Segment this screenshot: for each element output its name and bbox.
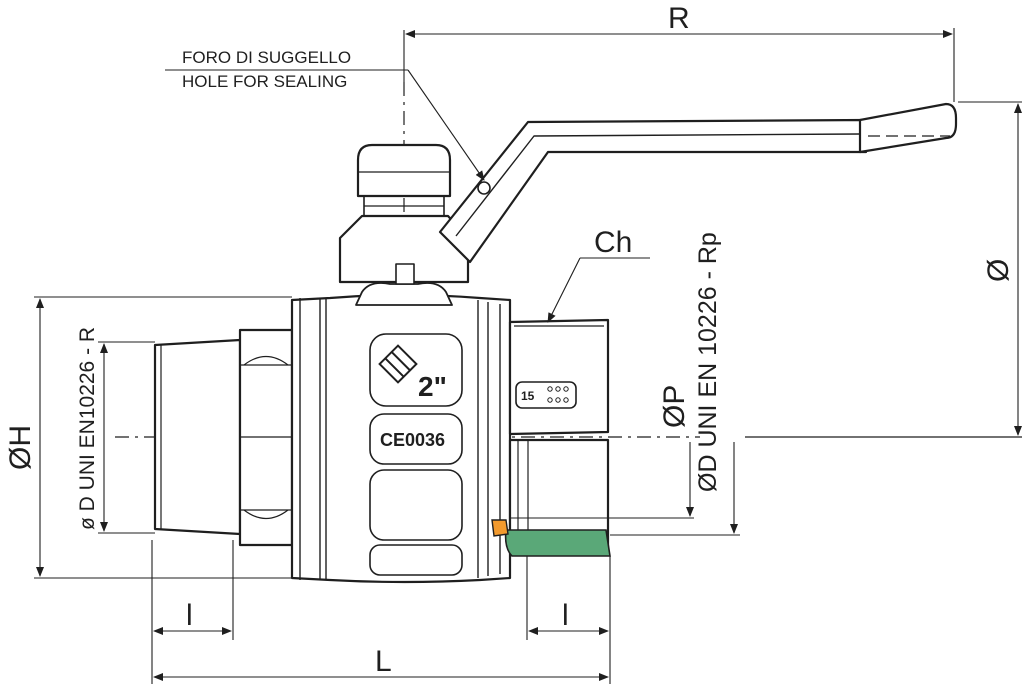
valve-body: [153, 143, 610, 584]
manufacturer-diamond-logo-icon: [378, 344, 418, 384]
svg-text:15: 15: [521, 389, 535, 403]
dimension-P-label: ØP: [658, 385, 691, 428]
male-thread-end: [153, 338, 242, 536]
female-thread-end: [508, 318, 610, 436]
lever-handle: [438, 102, 958, 264]
size-mark: 2": [418, 371, 447, 402]
stem-bonnet: [355, 282, 453, 306]
orange-seal: [491, 519, 509, 537]
sealing-hole-label-en: HOLE FOR SEALING: [182, 72, 347, 91]
dimension-H-label: ØH: [4, 425, 37, 470]
pressure-plate: 15: [515, 381, 577, 409]
dimension-lines: [34, 28, 1022, 684]
ce-mark-icon: CE0036: [380, 430, 445, 450]
dimension-l-left-label: l: [186, 599, 193, 632]
green-seal: [504, 529, 611, 557]
sealing-hole: [477, 181, 491, 195]
dimension-L-label: L: [375, 645, 392, 678]
sealing-hole-label-it: FORO DI SUGGELLO: [182, 48, 351, 67]
dimension-Ch-label: Ch: [594, 226, 632, 259]
dimension-handle-diameter-label: Ø: [982, 259, 1015, 282]
stem-cap: [356, 143, 452, 198]
thread-female-label: ØD UNI EN 10226 - Rp: [694, 232, 722, 492]
dimension-l-right-label: l: [562, 599, 569, 632]
dimension-R-label: R: [668, 2, 690, 35]
thread-male-label: ø D UNI EN10226 - R: [76, 327, 99, 530]
